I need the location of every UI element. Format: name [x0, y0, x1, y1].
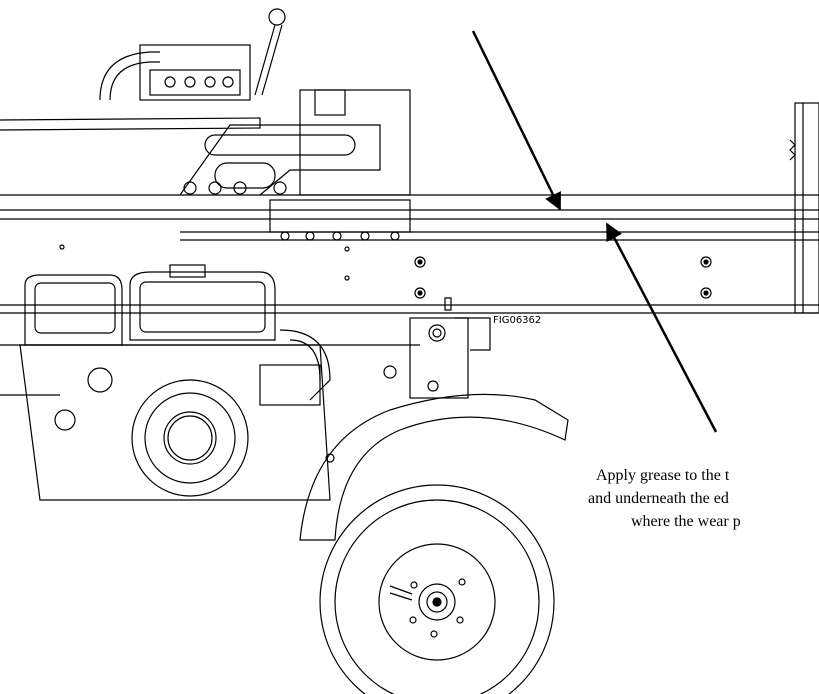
fender	[299, 393, 569, 541]
caption-line-1: Apply grease to the t	[596, 467, 730, 484]
figure-id-label: FIG06362	[493, 315, 541, 326]
engine	[19, 264, 331, 501]
wheel	[319, 484, 555, 694]
caption-line-2: and underneath the ed	[588, 490, 729, 507]
arrow-lower	[605, 222, 718, 433]
wedge-plate	[789, 102, 819, 314]
frame-bolts	[59, 244, 712, 299]
hydraulic-assembly	[0, 8, 411, 196]
grease-instruction-caption: Apply grease to the t and underneath the…	[588, 464, 819, 533]
callout-arrows	[471, 30, 718, 433]
arrow-upper	[471, 30, 562, 211]
caption-line-3: where the wear p	[631, 513, 741, 530]
wear-plate-bracket	[269, 199, 411, 241]
